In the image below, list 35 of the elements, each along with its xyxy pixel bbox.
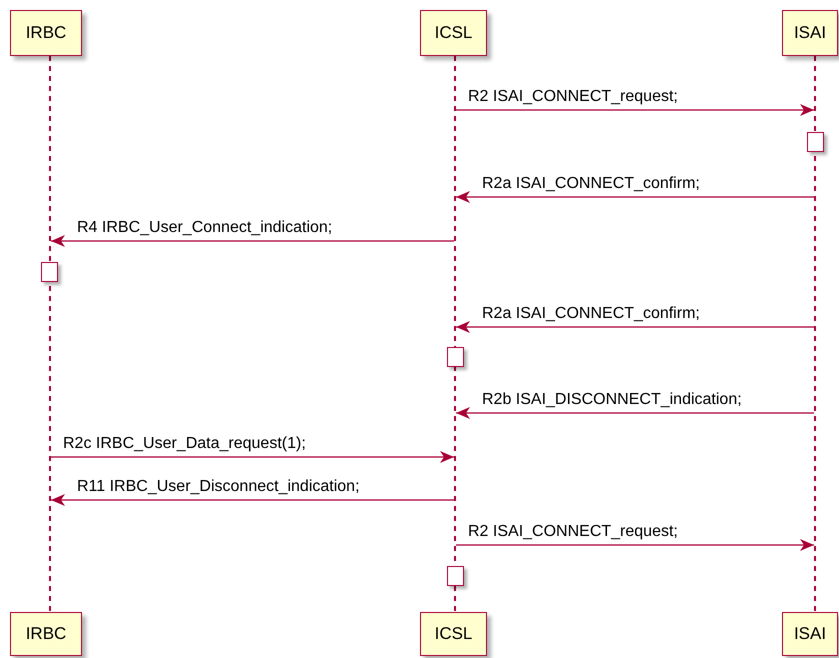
message-label: R2c IRBC_User_Data_request(1); [62, 435, 307, 453]
activation-bar [41, 262, 58, 282]
participant-name: IRBC [26, 624, 66, 644]
message-label: R11 IRBC_User_Disconnect_indication; [76, 478, 361, 496]
lifeline [49, 56, 51, 612]
activation-bar [807, 132, 824, 152]
message-label: R2a ISAI_CONNECT_confirm; [481, 305, 701, 323]
participant-name: ISAI [794, 624, 826, 644]
message-arrow [51, 494, 454, 506]
participant-name: IRBC [26, 23, 66, 43]
message-arrow [456, 407, 814, 419]
participant-box [782, 612, 838, 656]
participant-box [420, 612, 487, 656]
participant-box [420, 10, 487, 56]
participant-box [10, 612, 82, 656]
message-label: R4 IRBC_User_Connect_indication; [76, 219, 334, 237]
message-label: R2b ISAI_DISCONNECT_indication; [481, 391, 743, 409]
activation-bar [447, 347, 464, 367]
message-label: R2 ISAI_CONNECT_request; [467, 88, 679, 106]
message-arrow [51, 235, 454, 247]
participant-name: ISAI [794, 23, 826, 43]
lifeline [454, 56, 456, 612]
message-arrow [456, 321, 814, 333]
message-arrow [456, 104, 814, 116]
participant-name: ICSL [434, 23, 472, 43]
message-label: R2 ISAI_CONNECT_request; [467, 523, 679, 541]
activation-bar [447, 566, 464, 586]
participant-box [782, 10, 838, 56]
participant-name: ICSL [434, 624, 472, 644]
message-arrow [456, 191, 814, 203]
lifeline [814, 56, 816, 612]
message-label: R2a ISAI_CONNECT_confirm; [481, 175, 701, 193]
participant-box [10, 10, 82, 56]
message-arrow [456, 539, 814, 551]
message-arrow [51, 451, 454, 463]
